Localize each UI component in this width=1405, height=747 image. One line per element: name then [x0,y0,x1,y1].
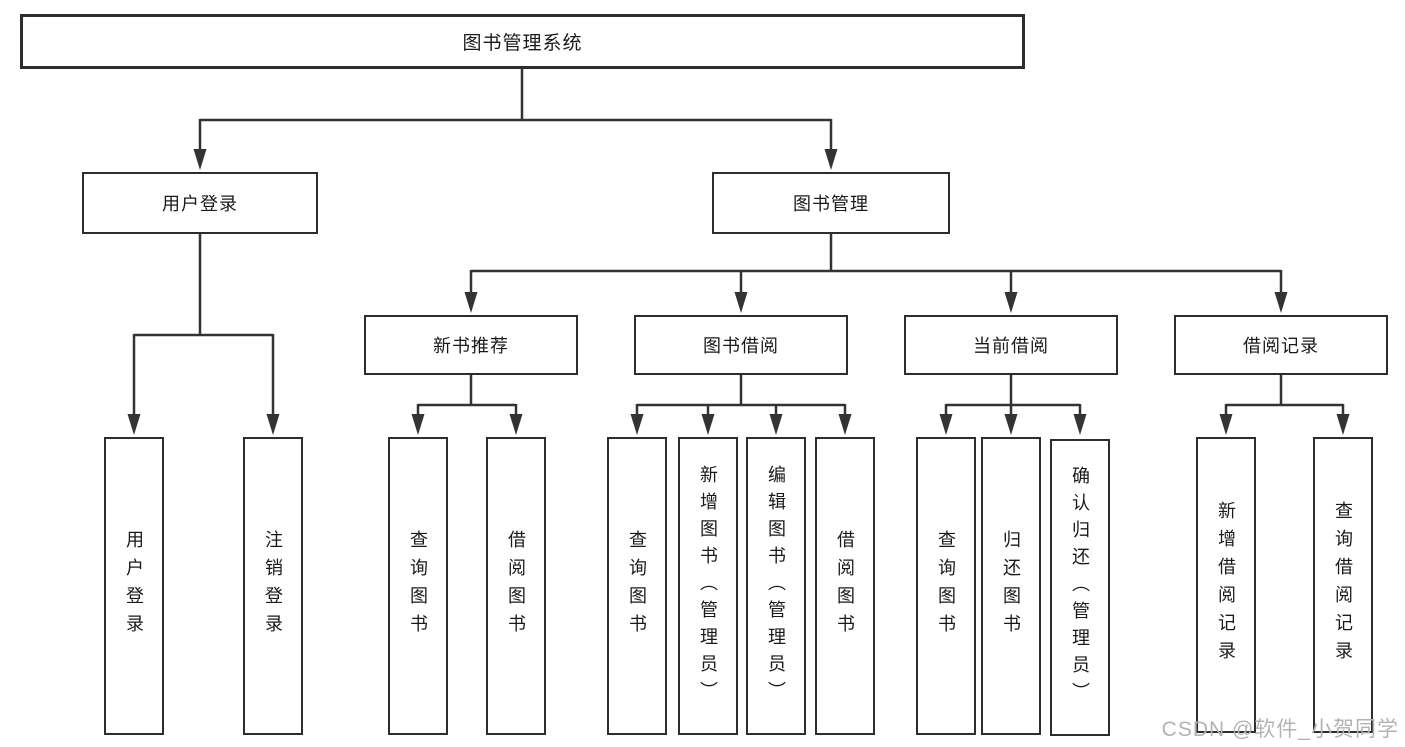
arrowhead-icon [464,292,478,313]
connector-borrowing-leaves [630,375,852,435]
node-user-login-label: 用户登录 [162,194,238,214]
leaf-return-books-label: 归还图书 [1001,530,1021,642]
node-borrowing-records: 借阅记录 [1174,315,1388,375]
node-new-book-recommend: 新书推荐 [364,315,578,375]
leaf-recommend-borrow-books-label: 借阅图书 [506,530,526,642]
connector-bookmgmt-level3 [464,234,1288,313]
leaf-add-borrow-record-label: 新增借阅记录 [1216,501,1236,669]
node-book-management-label: 图书管理 [793,194,869,214]
leaf-current-query-books-label: 查询图书 [936,530,956,642]
leaf-add-books-admin: 新增图书（管理员） [678,437,738,735]
arrowhead-icon [266,414,280,435]
node-book-management: 图书管理 [712,172,950,234]
leaf-user-login: 用户登录 [104,437,164,735]
arrowhead-icon [1004,414,1018,435]
leaf-add-books-admin-label: 新增图书（管理员） [698,464,718,708]
connector-root-to-level2 [193,69,838,170]
node-borrowing-records-label: 借阅记录 [1243,336,1319,356]
connector-current-leaves [939,375,1087,435]
connector-records-leaves [1219,375,1350,435]
node-book-borrowing-label: 图书借阅 [703,336,779,356]
leaf-logout-label: 注销登录 [263,530,283,642]
arrowhead-icon [824,149,838,170]
node-new-book-recommend-label: 新书推荐 [433,336,509,356]
arrowhead-icon [838,414,852,435]
leaf-logout: 注销登录 [243,437,303,735]
arrowhead-icon [939,414,953,435]
node-root-label: 图书管理系统 [462,33,583,54]
connector-userlogin-leaves [127,234,280,435]
leaf-query-borrow-record-label: 查询借阅记录 [1333,501,1353,669]
node-user-login: 用户登录 [82,172,318,234]
leaf-query-borrow-record: 查询借阅记录 [1313,437,1373,733]
arrowhead-icon [193,149,207,170]
arrowhead-icon [411,414,425,435]
leaf-current-query-books: 查询图书 [916,437,976,735]
arrowhead-icon [1336,414,1350,435]
connector-recommend-leaves [411,375,523,435]
leaf-user-login-label: 用户登录 [124,530,144,642]
leaf-confirm-return-admin-label: 确认归还（管理员） [1070,466,1090,709]
arrowhead-icon [734,292,748,313]
arrowhead-icon [127,414,141,435]
arrowhead-icon [1073,414,1087,435]
watermark-text: CSDN @软件_小贺同学 [1161,718,1399,741]
leaf-add-borrow-record: 新增借阅记录 [1196,437,1256,733]
arrowhead-icon [701,414,715,435]
leaf-borrowing-query-books-label: 查询图书 [627,530,647,642]
arrowhead-icon [1219,414,1233,435]
arrowhead-icon [1274,292,1288,313]
arrowhead-icon [509,414,523,435]
leaf-recommend-query-books-label: 查询图书 [408,530,428,642]
leaf-borrowing-query-books: 查询图书 [607,437,667,735]
leaf-recommend-borrow-books: 借阅图书 [486,437,546,735]
arrowhead-icon [769,414,783,435]
leaf-edit-books-admin: 编辑图书（管理员） [746,437,806,735]
leaf-confirm-return-admin: 确认归还（管理员） [1050,439,1110,736]
arrowhead-icon [630,414,644,435]
node-current-borrowing: 当前借阅 [904,315,1118,375]
node-current-borrowing-label: 当前借阅 [973,336,1049,356]
arrowhead-icon [1004,292,1018,313]
leaf-borrowing-borrow-books: 借阅图书 [815,437,875,735]
leaf-recommend-query-books: 查询图书 [388,437,448,735]
node-book-borrowing: 图书借阅 [634,315,848,375]
leaf-borrowing-borrow-books-label: 借阅图书 [835,530,855,642]
leaf-return-books: 归还图书 [981,437,1041,735]
leaf-edit-books-admin-label: 编辑图书（管理员） [766,464,786,708]
node-root: 图书管理系统 [20,14,1025,69]
